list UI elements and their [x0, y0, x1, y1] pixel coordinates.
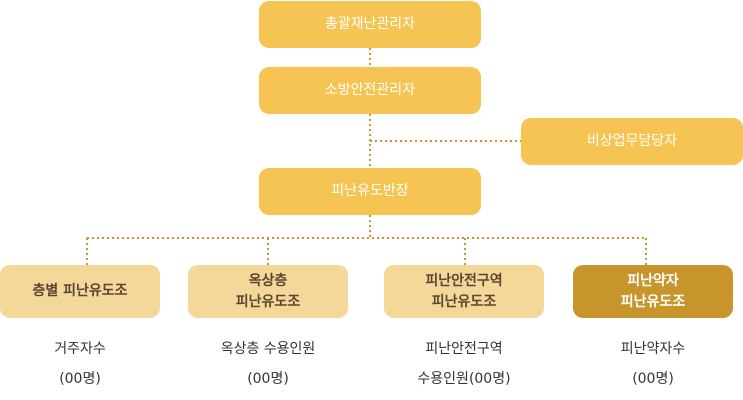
- fire-safety-manager-box: 소방안전관리자: [259, 67, 481, 114]
- general-manager-box: 총괄재난관리자: [259, 1, 481, 48]
- group-safety-zone-caption: 피난안전구역 수용인원(00명): [417, 341, 511, 387]
- group-floor-box: 층별 피난유도조: [0, 265, 160, 318]
- group-floor-label: 층별 피난유도조: [32, 283, 128, 299]
- group-vulnerable-box: 피난약자 피난유도조: [573, 265, 733, 318]
- fire-safety-manager-label: 소방안전관리자: [324, 82, 416, 98]
- general-manager-label: 총괄재난관리자: [324, 16, 416, 32]
- evacuation-leader-label: 피난유도반장: [331, 183, 409, 199]
- group-floor-caption: 거주자수 (00명): [54, 341, 106, 387]
- group-vulnerable-label: 피난약자 피난유도조: [620, 272, 686, 310]
- evacuation-leader-box: 피난유도반장: [259, 168, 481, 215]
- group-safety-zone-label: 피난안전구역 피난유도조: [425, 272, 503, 310]
- emergency-officer-label: 비상업무담당자: [586, 133, 678, 149]
- group-rooftop-label: 옥상층 피난유도조: [235, 272, 301, 310]
- group-rooftop-caption: 옥상층 수용인원 (00명): [220, 341, 316, 387]
- group-safety-zone-box: 피난안전구역 피난유도조: [384, 265, 544, 318]
- emergency-officer-box: 비상업무담당자: [521, 118, 743, 165]
- group-vulnerable-caption: 피난약자수 (00명): [620, 341, 686, 387]
- group-rooftop-box: 옥상층 피난유도조: [188, 265, 348, 318]
